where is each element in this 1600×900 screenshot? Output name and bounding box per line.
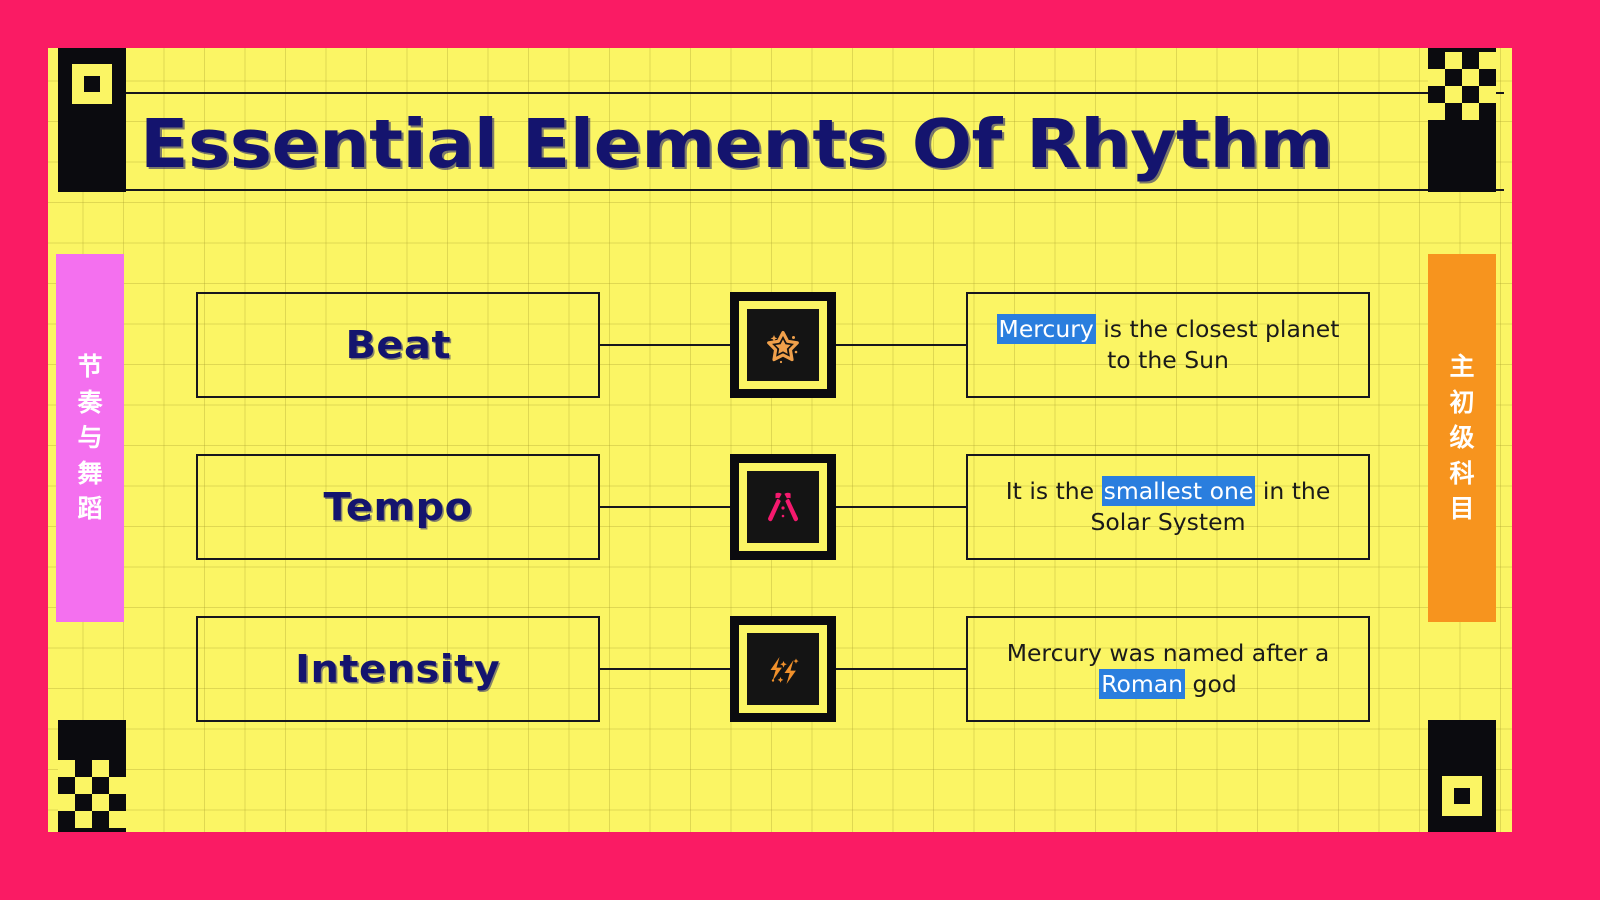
description-plain-part: It is the xyxy=(1005,476,1102,505)
corner-decoration-bottom-left xyxy=(58,720,126,832)
term-box-intensity[interactable]: Intensity xyxy=(196,616,600,722)
highlighted-phrase: Roman xyxy=(1099,669,1186,699)
connector-line-left xyxy=(600,344,730,346)
title-band: Essential Elements Of Rhythm xyxy=(48,48,1512,196)
sidebar-tab-left: 节 奏 与 舞 蹈 xyxy=(56,254,124,622)
sidebar-char: 节 xyxy=(77,352,103,382)
title-rule-top xyxy=(124,92,1504,94)
content-rows: Beat xyxy=(48,48,1512,832)
sidebar-char: 蹈 xyxy=(77,494,103,524)
checkerboard-pattern xyxy=(58,760,126,828)
slide-canvas: Essential Elements Of Rhythm 节 奏 与 xyxy=(48,48,1512,832)
connector-line-right xyxy=(836,344,966,346)
corner-decoration-top-left xyxy=(58,48,126,192)
connector-line-left xyxy=(600,506,730,508)
description-box-beat[interactable]: Mercury is the closest planet to the Sun xyxy=(966,292,1370,398)
lightning-bolts-icon xyxy=(747,633,819,705)
description-plain-part: is the closest planet to the Sun xyxy=(1095,314,1340,374)
highlighted-phrase: Mercury xyxy=(996,313,1096,344)
term-label: Beat xyxy=(345,323,451,367)
description-plain-part: in the Solar System xyxy=(1090,476,1331,536)
description-text: It is the smallest one in the Solar Syst… xyxy=(982,475,1354,538)
icon-frame-inner-border xyxy=(739,625,827,713)
term-box-beat[interactable]: Beat xyxy=(196,292,600,398)
connector-line-left xyxy=(600,668,730,670)
description-box-tempo[interactable]: It is the smallest one in the Solar Syst… xyxy=(966,454,1370,560)
connector-line-right xyxy=(836,506,966,508)
corner-decoration-bottom-right xyxy=(1428,720,1496,832)
highlighted-phrase: smallest one xyxy=(1101,475,1256,506)
sidebar-char: 奏 xyxy=(77,387,103,417)
description-box-intensity[interactable]: Mercury was named after a Roman god xyxy=(966,616,1370,722)
content-row: Beat xyxy=(196,292,1376,398)
icon-frame-beat xyxy=(730,292,836,398)
square-outer-shape xyxy=(1442,776,1482,816)
description-plain-part: Mercury was named after a xyxy=(1006,638,1330,667)
checkerboard-pattern xyxy=(1428,52,1496,120)
sidebar-char: 初 xyxy=(1449,387,1475,417)
icon-frame-inner-border xyxy=(739,463,827,551)
description-text: Mercury was named after a Roman god xyxy=(982,638,1354,700)
page-title: Essential Elements Of Rhythm xyxy=(140,105,1334,183)
square-inner-shape xyxy=(1454,788,1470,804)
sidebar-char: 与 xyxy=(77,423,103,453)
connector-line-right xyxy=(836,668,966,670)
corner-decoration-top-right xyxy=(1428,48,1496,192)
term-label: Tempo xyxy=(323,485,473,529)
description-text: Mercury is the closest planet to the Sun xyxy=(982,313,1354,376)
sidebar-char: 主 xyxy=(1449,352,1475,382)
party-popper-icon xyxy=(747,471,819,543)
star-icon xyxy=(747,309,819,381)
term-box-tempo[interactable]: Tempo xyxy=(196,454,600,560)
sidebar-char: 目 xyxy=(1449,494,1475,524)
square-inner-shape xyxy=(84,76,100,92)
sidebar-char: 级 xyxy=(1449,423,1475,453)
content-row: Tempo xyxy=(196,454,1376,560)
icon-frame-intensity xyxy=(730,616,836,722)
sidebar-char: 舞 xyxy=(77,458,103,488)
title-rule-bottom xyxy=(124,189,1504,191)
content-row: Intensity xyxy=(196,616,1376,722)
icon-frame-tempo xyxy=(730,454,836,560)
sidebar-tab-right: 主 初 级 科 目 xyxy=(1428,254,1496,622)
square-outer-shape xyxy=(72,64,112,104)
icon-frame-inner-border xyxy=(739,301,827,389)
sidebar-char: 科 xyxy=(1449,458,1475,488)
description-plain-part: god xyxy=(1185,670,1237,698)
term-label: Intensity xyxy=(295,647,501,691)
